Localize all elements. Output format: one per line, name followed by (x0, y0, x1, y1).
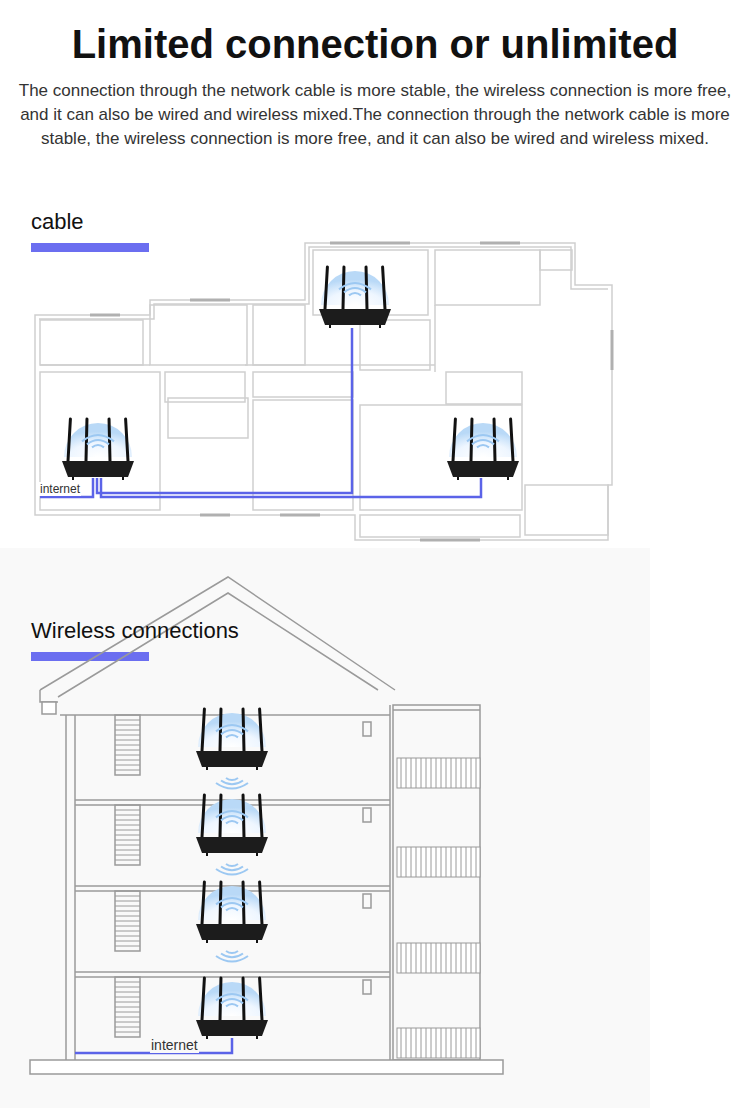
stairs (115, 720, 140, 1032)
description: The connection through the network cable… (15, 79, 735, 151)
section-heading: Wireless connections (31, 618, 239, 644)
network-cable (75, 1038, 232, 1053)
router (319, 267, 391, 328)
routers (62, 267, 519, 1039)
floor-plan (35, 243, 612, 540)
router (196, 882, 268, 962)
building (30, 577, 503, 1074)
ground (0, 548, 650, 1108)
heading-bar (31, 243, 149, 252)
router (196, 978, 268, 1039)
windows (90, 243, 612, 540)
router (62, 419, 134, 480)
router (196, 795, 268, 875)
network-cable (40, 328, 481, 497)
router (196, 709, 268, 789)
balconies (397, 758, 480, 1058)
section-heading: cable (31, 209, 84, 235)
router (447, 419, 519, 480)
title: Limited connection or unlimited (0, 22, 750, 67)
port-label: internet (150, 1037, 199, 1053)
port-label: internet (39, 482, 81, 496)
